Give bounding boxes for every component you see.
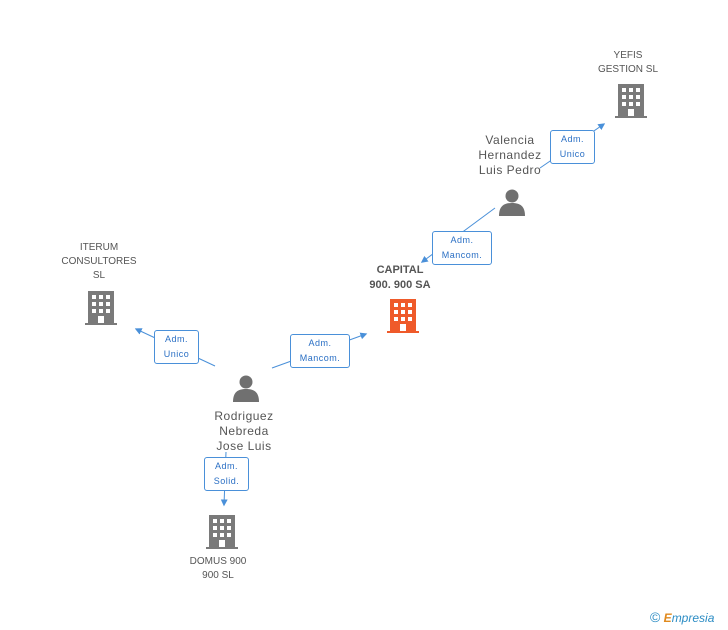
building-icon-yefis[interactable]: [615, 84, 647, 118]
edge-label-rodriguez-iterum[interactable]: Adm. Unico: [154, 330, 199, 364]
edge-label-line: Adm.: [308, 338, 332, 348]
node-label-line: Valencia: [485, 133, 535, 147]
node-label-domus[interactable]: DOMUS 900 900 SL: [178, 555, 258, 583]
node-label-line: Jose Luis: [216, 439, 272, 453]
node-label-line: SL: [92, 270, 106, 281]
node-label-line: YEFIS: [613, 50, 643, 61]
node-label-line: 900 SL: [202, 570, 234, 581]
edge-label-line: Adm.: [450, 235, 474, 245]
node-label-line: Luis Pedro: [478, 163, 542, 177]
edge-label-line: Adm.: [214, 461, 238, 471]
empresia-logo-e: E: [663, 611, 672, 625]
edge-label-line: Adm.: [164, 334, 188, 344]
edge-label-line: Unico: [559, 149, 586, 159]
person-icon-valencia[interactable]: [498, 188, 526, 216]
empresia-watermark: © Empresia: [650, 609, 714, 625]
person-icon-rodriguez[interactable]: [232, 374, 260, 402]
node-label-iterum[interactable]: ITERUM CONSULTORES SL: [53, 241, 145, 283]
edge-label-line: Unico: [163, 349, 190, 359]
node-label-line: GESTION SL: [597, 64, 658, 75]
edge-label-line: Solid.: [213, 476, 240, 486]
node-label-line: ITERUM: [79, 242, 119, 253]
node-label-rodriguez[interactable]: Rodriguez Nebreda Jose Luis: [199, 409, 289, 454]
edge-label-line: Adm.: [560, 134, 584, 144]
building-icon-capital[interactable]: [387, 299, 419, 333]
edge-label-valencia-yefis[interactable]: Adm. Unico: [550, 130, 595, 164]
node-label-line: Rodriguez: [214, 409, 274, 423]
edge-label-line: Mancom.: [299, 353, 341, 363]
node-label-line: CAPITAL: [376, 264, 424, 276]
building-icon-domus[interactable]: [206, 515, 238, 549]
node-label-line: Hernandez: [478, 148, 542, 162]
edge-label-rodriguez-domus[interactable]: Adm. Solid.: [204, 457, 249, 491]
node-label-line: 900. 900 SA: [369, 279, 431, 291]
building-icon-iterum[interactable]: [85, 291, 117, 325]
edge-label-rodriguez-capital[interactable]: Adm. Mancom.: [290, 334, 350, 368]
node-label-valencia[interactable]: Valencia Hernandez Luis Pedro: [466, 133, 554, 178]
edge-label-line: Mancom.: [441, 250, 483, 260]
node-label-capital[interactable]: CAPITAL 900. 900 SA: [355, 263, 445, 293]
edge-label-valencia-capital[interactable]: Adm. Mancom.: [432, 231, 492, 265]
node-label-line: Nebreda: [219, 424, 269, 438]
node-label-yefis[interactable]: YEFIS GESTION SL: [588, 49, 668, 77]
node-label-line: CONSULTORES: [61, 256, 137, 267]
copyright-icon: ©: [650, 609, 661, 625]
empresia-logo-text: mpresia: [671, 611, 715, 625]
node-label-line: DOMUS 900: [189, 556, 247, 567]
